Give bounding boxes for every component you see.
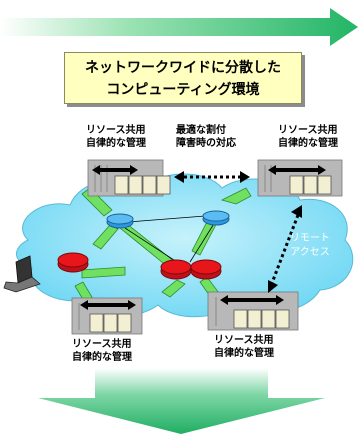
top-arrow-icon xyxy=(0,8,358,46)
disk-stack-icon xyxy=(114,175,171,195)
title-line1: ネットワークワイドに分散した xyxy=(85,60,281,76)
down-arrow-icon xyxy=(38,368,325,434)
server-cluster-bottom-right xyxy=(207,291,299,331)
title-line2: コンピューティング環境 xyxy=(106,82,260,98)
server-cluster-bottom-left xyxy=(71,297,143,335)
laptop-icon xyxy=(3,255,41,293)
label-top-left: リソース共用 自律的な管理 xyxy=(86,125,146,149)
label-remote-access: リモート アクセス xyxy=(290,233,330,258)
dotted-double-arrow-top xyxy=(174,171,250,183)
label-top-right: リソース共用 自律的な管理 xyxy=(278,125,338,149)
thin-links xyxy=(124,215,216,265)
label-bottom-left: リソース共用 自律的な管理 xyxy=(72,339,132,363)
double-arrow-icon xyxy=(92,165,138,175)
dotted-double-arrow-remote xyxy=(268,205,302,293)
router-icon xyxy=(57,210,230,280)
label-bottom-right: リソース共用 自律的な管理 xyxy=(214,335,274,359)
title-box: ネットワークワイドに分散した コンピューティング環境 xyxy=(64,52,302,104)
server-cluster-top-right xyxy=(257,159,343,197)
label-top-mid: 最適な割付 障害時の対応 xyxy=(176,125,236,149)
